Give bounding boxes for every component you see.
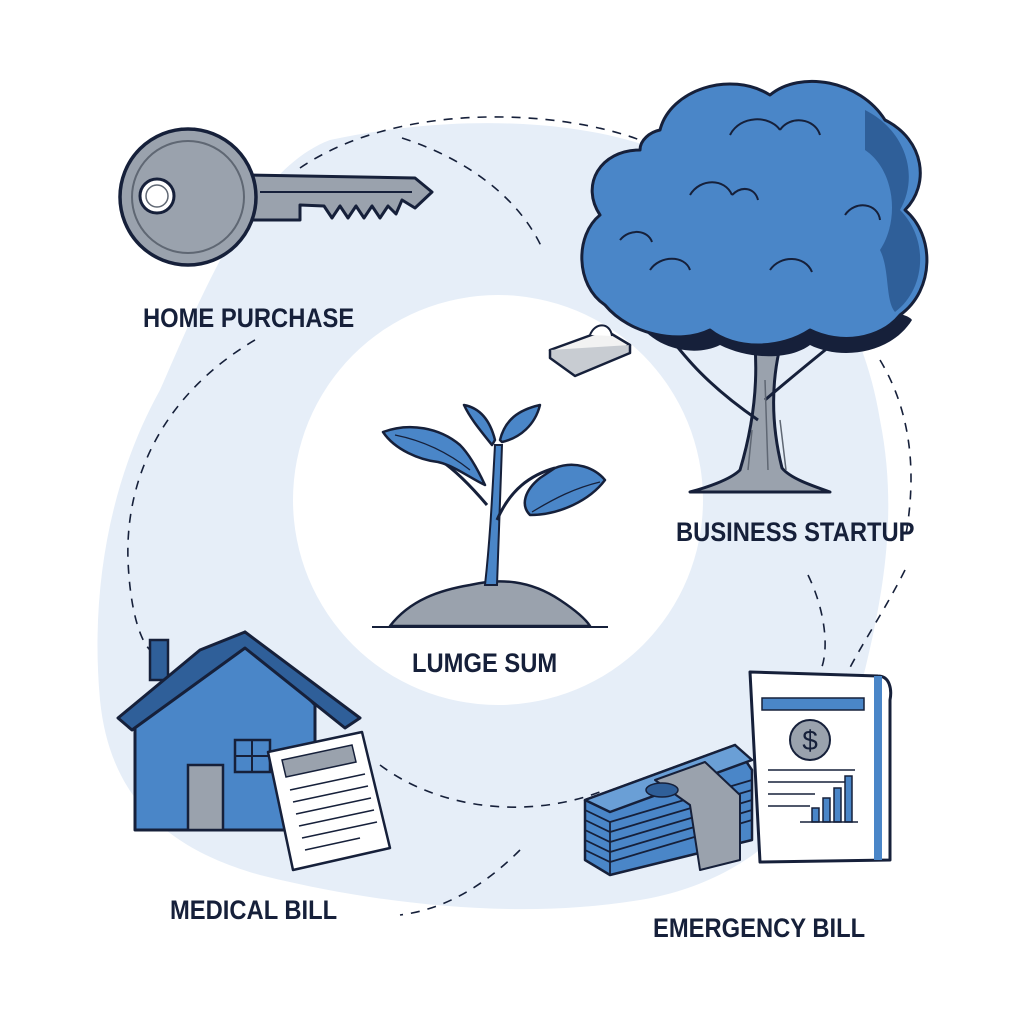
cash-stack-icon	[583, 743, 754, 877]
document-icon	[266, 730, 392, 872]
key-icon	[118, 127, 434, 267]
envelope-icon	[548, 324, 632, 378]
report-icon: $	[748, 670, 893, 864]
sprout-icon	[372, 403, 608, 628]
home-purchase-label: HOME PURCHASE	[143, 303, 355, 333]
house-icon	[116, 630, 362, 832]
business-startup-label: BUSINESS STARTUP	[676, 517, 915, 547]
dollar-coin-icon	[789, 719, 831, 761]
medical-bill-label: MEDICAL BILL	[170, 895, 338, 925]
emergency-bill-label: EMERGENCY BILL	[653, 913, 866, 943]
center-label: LUMGE SUM	[412, 648, 558, 678]
tree-icon	[580, 79, 929, 494]
dollar-symbol: $	[802, 725, 818, 756]
dashed-connectors	[127, 116, 912, 916]
